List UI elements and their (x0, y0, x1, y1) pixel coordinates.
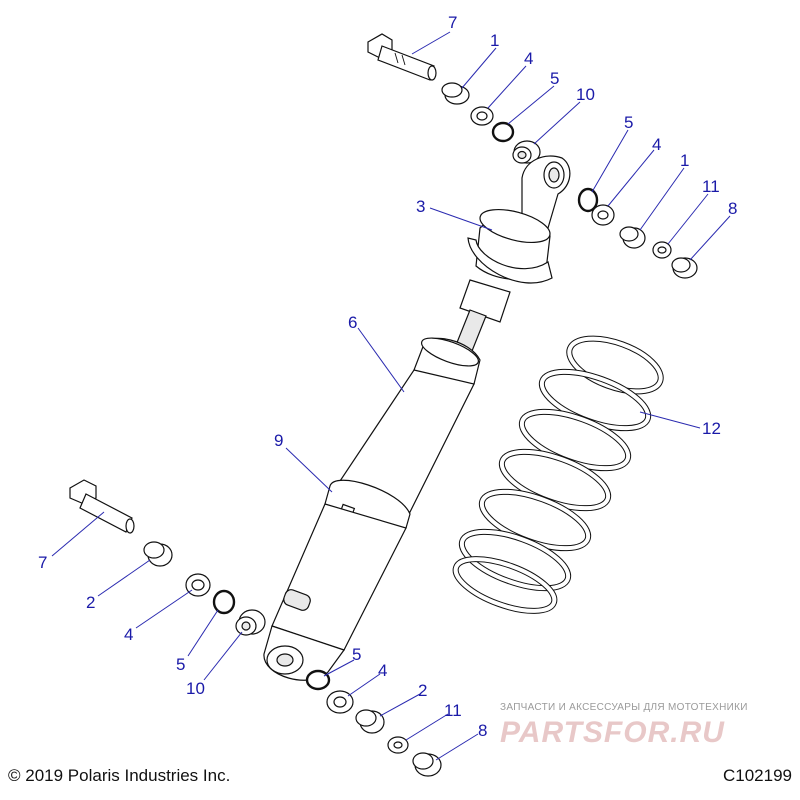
lower-bearing-10 (235, 609, 266, 636)
upper-right-snap-ring-5 (577, 187, 599, 213)
callout-5-lower: 5 (176, 655, 185, 674)
leader-lines (51, 31, 731, 761)
lower-right-washer-4 (326, 690, 354, 714)
copyright-notice: © 2019 Polaris Industries Inc. (8, 766, 231, 785)
callout-4-upper-right: 4 (652, 135, 661, 154)
callout-6: 6 (348, 313, 357, 332)
callout-12: 12 (702, 419, 721, 438)
shock-absorber (263, 155, 571, 681)
lower-right-bushing-2 (355, 709, 385, 734)
coil-spring (452, 335, 664, 614)
upper-washer-4 (470, 106, 494, 126)
watermark-tagline: ЗАПЧАСТИ И АКСЕССУАРЫ ДЛЯ МОТОТЕХНИКИ (500, 702, 748, 713)
upper-right-washer-4 (591, 204, 615, 226)
callout-8-lower-right: 8 (478, 721, 487, 740)
callout-2-lower: 2 (86, 593, 95, 612)
upper-bearing-10 (512, 140, 541, 164)
callout-4-lower: 4 (124, 625, 133, 644)
callout-9: 9 (274, 431, 283, 450)
callout-4-upper: 4 (524, 49, 533, 68)
callout-5-upper: 5 (550, 69, 559, 88)
callout-7-upper: 7 (448, 13, 457, 32)
callout-8-upper-right: 8 (728, 199, 737, 218)
upper-right-nut-8 (671, 257, 698, 279)
callout-1-upper: 1 (490, 31, 499, 50)
lower-bushing-2 (143, 541, 173, 567)
lower-right-nut-8 (412, 752, 442, 777)
callout-10-upper: 10 (576, 85, 595, 104)
drawing-number: C102199 (722, 766, 792, 785)
lower-bolt (69, 479, 135, 534)
lower-right-snap-ring-5 (305, 669, 331, 691)
upper-right-bushing-1 (619, 226, 646, 249)
callout-3: 3 (416, 197, 425, 216)
upper-bushing-1 (441, 82, 470, 105)
upper-bolt (367, 33, 437, 81)
callout-1-upper-right: 1 (680, 151, 689, 170)
callout-5-lower-right: 5 (352, 645, 361, 664)
watermark: ЗАПЧАСТИ И АКСЕССУАРЫ ДЛЯ МОТОТЕХНИКИ PA… (500, 702, 790, 749)
callout-4-lower-right: 4 (378, 661, 387, 680)
callout-5-upper-right: 5 (624, 113, 633, 132)
watermark-brand: PARTSFOR.RU (500, 716, 725, 749)
callout-11-upper-right: 11 (702, 177, 720, 196)
callout-labels: 7 1 4 5 10 5 4 1 11 8 3 6 12 9 7 2 4 5 1… (38, 13, 737, 740)
lower-snap-ring-5 (212, 589, 236, 615)
callout-2-lower-right: 2 (418, 681, 427, 700)
upper-right-washer-11 (652, 241, 672, 259)
lower-right-washer-11 (387, 736, 409, 754)
upper-snap-ring-5 (491, 121, 515, 143)
callout-10-lower: 10 (186, 679, 205, 698)
callout-7-lower: 7 (38, 553, 47, 572)
lower-washer-4 (185, 573, 211, 597)
callout-11-lower-right: 11 (444, 701, 462, 720)
